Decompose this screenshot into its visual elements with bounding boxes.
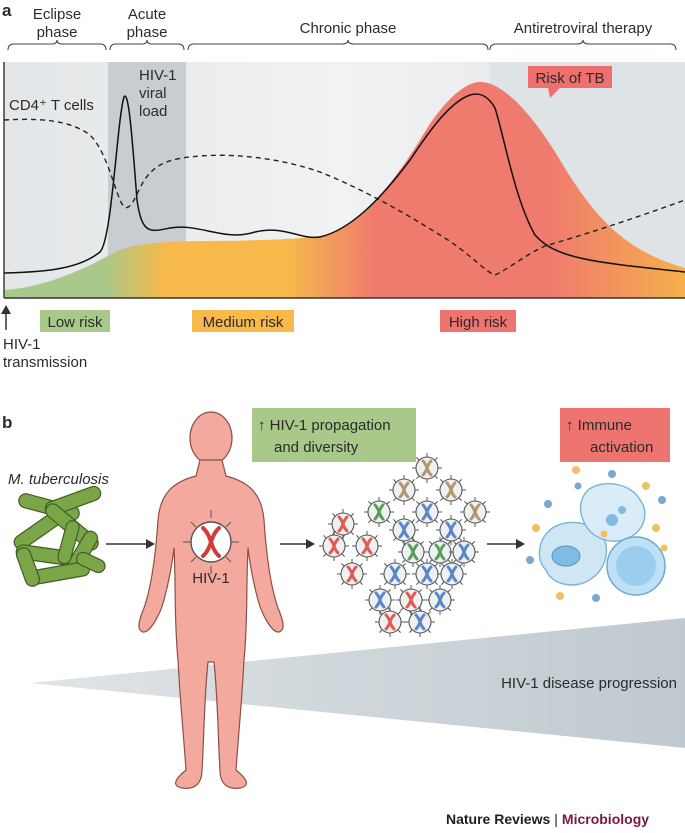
low-risk-badge — [40, 310, 110, 332]
virion — [405, 607, 435, 637]
high-risk-badge — [440, 310, 516, 332]
viral-load-label-line-2: viral — [139, 85, 167, 102]
viral-load-label-line-1: HIV-1 — [139, 67, 177, 84]
pathogen-label: M. tuberculosis — [8, 471, 109, 488]
virion — [412, 559, 442, 589]
tb-risk-area — [4, 81, 685, 298]
phase-eclipse-label-2: phase — [37, 24, 78, 41]
footer-journal: Microbiology — [561, 811, 650, 827]
virion — [437, 559, 467, 589]
phase-acute-label: Acute — [128, 6, 166, 23]
phase-acute-label-2: phase — [127, 24, 168, 41]
immune-box — [560, 408, 670, 462]
immune-box-line-1: ↑ Immune — [566, 417, 632, 434]
transmission-label-line-1: HIV-1 — [3, 336, 41, 353]
panel-a: a Eclipse phase Acute phase Chronic phas… — [1, 1, 685, 371]
virion — [337, 559, 367, 589]
footer-separator: | — [554, 811, 558, 827]
virion — [364, 497, 394, 527]
bacteria-cluster — [13, 485, 106, 587]
immune-box-text: ↑ Immune activation — [566, 417, 653, 456]
virion — [328, 509, 358, 539]
human-body — [138, 411, 284, 789]
virion — [398, 537, 428, 567]
cytokines — [526, 466, 668, 602]
cd4-curve — [3, 118, 685, 276]
progression-wedge — [30, 618, 685, 748]
medium-risk-badge — [192, 310, 294, 332]
transmission-arrow — [1, 305, 11, 330]
propagation-box-text: ↑ HIV-1 propagation and diversity — [258, 417, 395, 456]
virion — [365, 585, 395, 615]
virion — [352, 531, 382, 561]
panel-b-label: b — [2, 413, 12, 432]
phase-brackets — [7, 39, 677, 51]
propagation-box-line-1: ↑ HIV-1 propagation — [258, 417, 391, 434]
transmission-label-line-2: transmission — [3, 354, 87, 371]
progression-label: HIV-1 disease progression — [501, 675, 677, 692]
viral-load-label-line-3: load — [139, 103, 167, 120]
infected-cell-label: HIV-1 — [192, 570, 230, 587]
flow-arrows — [106, 539, 525, 549]
virion — [375, 607, 405, 637]
virion — [425, 585, 455, 615]
footer-brand: Nature Reviews — [446, 811, 551, 827]
virion — [412, 497, 442, 527]
journal-footer: Nature Reviews|Microbiology — [446, 811, 649, 827]
virion — [436, 475, 466, 505]
infected-cell — [183, 510, 239, 574]
medium-risk-label: Medium risk — [203, 314, 284, 331]
viral-load-curve — [3, 93, 685, 274]
viral-load-label: HIV-1 viral load — [139, 67, 181, 120]
immune-box-line-2: activation — [590, 439, 653, 456]
virion — [449, 537, 479, 567]
virion — [389, 475, 419, 505]
phase-eclipse-label: Eclipse — [33, 6, 81, 23]
transmission-label: HIV-1 transmission — [3, 336, 87, 371]
tb-risk-callout-text: Risk of TB — [536, 70, 605, 87]
phase-art-label: Antiretroviral therapy — [514, 20, 653, 37]
low-risk-label: Low risk — [47, 314, 103, 331]
virion — [460, 497, 490, 527]
cd4-label: CD4⁺ T cells — [9, 97, 94, 114]
virion — [436, 515, 466, 545]
virion — [380, 559, 410, 589]
tb-risk-callout: Risk of TB — [528, 66, 612, 98]
immune-cells — [526, 466, 668, 602]
virion — [396, 585, 426, 615]
propagation-box — [252, 408, 416, 462]
panel-a-label: a — [2, 1, 12, 20]
high-risk-label: High risk — [449, 314, 508, 331]
virion — [412, 453, 442, 483]
phase-chronic-label: Chronic phase — [300, 20, 397, 37]
propagation-box-line-2: and diversity — [274, 439, 359, 456]
virion — [389, 515, 419, 545]
virion — [319, 531, 349, 561]
virion-cluster — [319, 453, 490, 637]
panel-b: b HIV-1 disease progression M. tuberculo… — [2, 408, 685, 789]
immune-cell-2 — [579, 483, 646, 542]
